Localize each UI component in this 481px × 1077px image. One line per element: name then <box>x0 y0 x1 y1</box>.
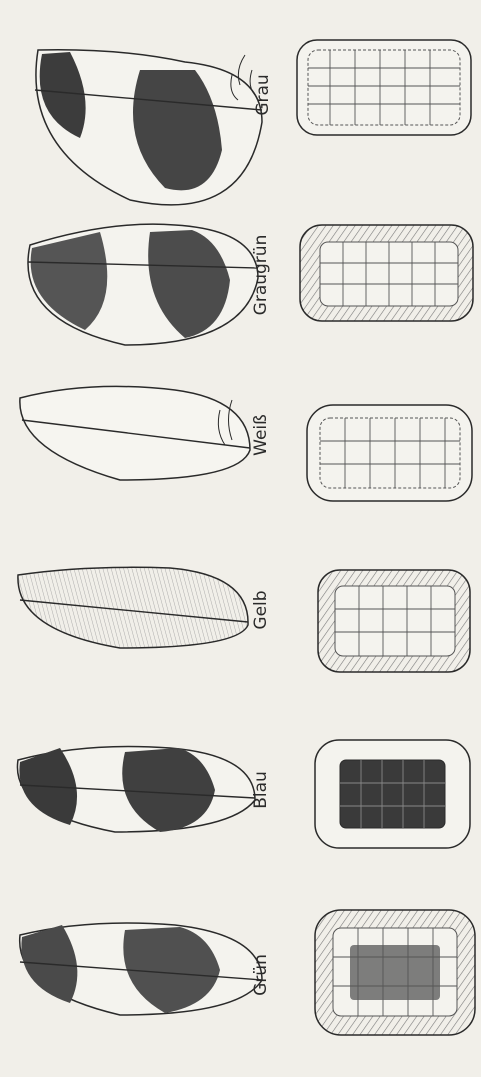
feather-grau <box>35 50 262 205</box>
panel-graugruen: Graugrün <box>28 224 473 345</box>
label-grau: Grau <box>253 74 273 115</box>
label-blau: Blau <box>251 771 271 809</box>
panel-grau: Grau <box>35 40 471 205</box>
label-gruen: Grün <box>251 954 271 996</box>
panel-blau: Blau <box>17 740 470 848</box>
panel-weiss: Weiß <box>20 386 472 501</box>
cell-diagram-grau <box>297 40 471 135</box>
cell-diagram-graugruen <box>300 225 473 321</box>
feather-gelb <box>18 567 248 648</box>
cell-diagram-gruen <box>315 910 475 1035</box>
cell-diagram-weiss <box>307 405 472 501</box>
feather-gruen <box>20 923 262 1015</box>
label-gelb: Gelb <box>251 590 271 629</box>
feather-blau <box>17 747 255 833</box>
label-weiss: Weiß <box>251 414 271 456</box>
label-graugruen: Graugrün <box>251 235 271 316</box>
feather-graugruen <box>28 224 258 345</box>
cell-diagram-blau <box>315 740 470 848</box>
feather-weiss <box>20 386 250 480</box>
panel-gelb: Gelb <box>18 567 470 672</box>
cell-diagram-gelb <box>318 570 470 672</box>
panel-gruen: Grün <box>20 910 475 1035</box>
